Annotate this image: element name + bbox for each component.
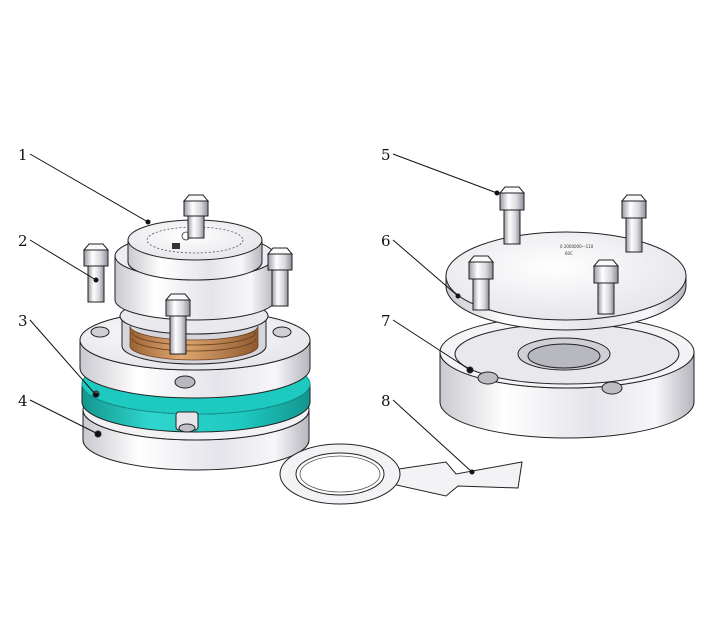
callout-1: 1 [18,146,151,225]
svg-text:60C: 60C [565,251,573,256]
callout-label: 7 [381,312,391,330]
callout-label: 1 [18,146,28,164]
bolt-front [164,293,192,355]
callout-label: 4 [18,392,28,410]
gauge-cap [114,219,276,321]
bolt-right-back [266,247,294,307]
callout-label: 8 [381,392,391,410]
callout-7: 7 [381,312,473,373]
callout-label: 5 [381,146,391,164]
callout-5: 5 [381,146,500,196]
bolt-five [498,186,526,245]
svg-text:0 2000000—110: 0 2000000—110 [560,244,594,249]
bolt-top-back [182,194,210,239]
callout-label: 2 [18,232,28,250]
assembled-holder-icon [79,194,311,471]
gasket-icon [279,443,523,505]
callout-label: 6 [381,232,391,250]
callout-6: 6 [381,232,461,299]
callout-2: 2 [18,232,99,283]
bolt-lid-front [592,259,620,315]
bolt-left-back [82,243,110,303]
callout-label: 3 [18,312,28,330]
callout-8: 8 [381,392,475,475]
lid-plate: 0 2000000—110 60C [445,231,687,331]
bolt-lid-right-back [620,194,648,253]
callout-4: 4 [18,392,101,437]
callout-3: 3 [18,312,99,398]
bolt-lid-left [467,255,495,311]
exploded-holder-icon: 0 2000000—110 60C [439,186,695,439]
base-body [439,315,695,439]
